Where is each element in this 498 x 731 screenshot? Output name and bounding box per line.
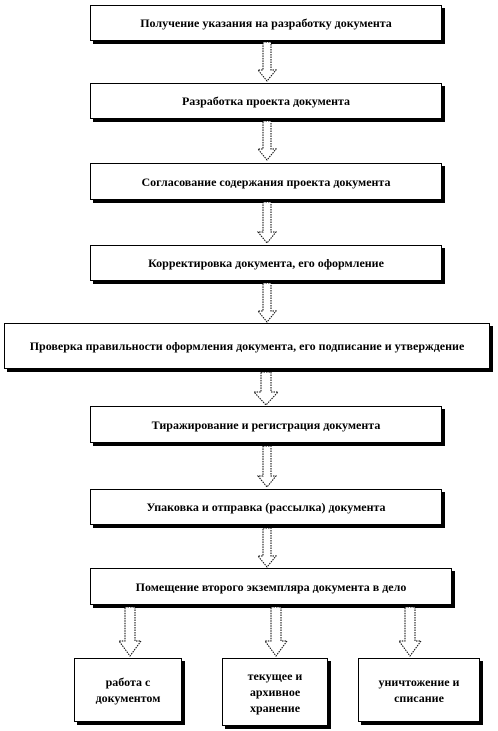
down-arrow-icon — [257, 283, 277, 323]
outcome-box-1: работа с документом — [74, 658, 182, 722]
down-arrow-icon — [257, 121, 277, 161]
down-arrow-icon — [257, 202, 277, 244]
step-box-8: Помещение второго экземпляра документа в… — [90, 568, 452, 605]
step-box-4: Корректировка документа, его оформление — [90, 245, 442, 281]
outcome-box-3: уничтожение и списание — [358, 658, 480, 722]
outcome-box-2: текущее и архивное хранение — [222, 658, 328, 726]
down-arrow-icon — [253, 372, 279, 406]
step-box-6: Тиражирование и регистрация документа — [90, 406, 442, 443]
step-box-2: Разработка проекта документа — [90, 83, 442, 119]
down-arrow-icon — [257, 446, 277, 488]
down-arrow-icon — [398, 607, 422, 657]
down-arrow-icon — [118, 607, 142, 657]
step-box-5: Проверка правильности оформления докумен… — [4, 323, 490, 369]
down-arrow-icon — [264, 607, 288, 657]
step-box-7: Упаковка и отправка (рассылка) документа — [90, 489, 442, 525]
step-box-3: Согласование содержания проекта документ… — [90, 163, 442, 200]
down-arrow-icon — [257, 42, 277, 82]
step-box-1: Получение указания на разработку докумен… — [90, 5, 442, 41]
down-arrow-icon — [257, 528, 277, 568]
